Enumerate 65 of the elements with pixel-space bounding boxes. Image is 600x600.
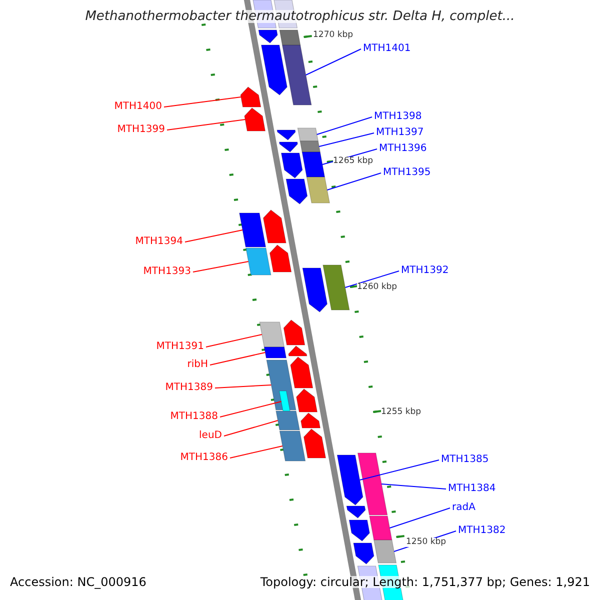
scale-label: 1270 kbp (313, 31, 354, 40)
gene-label: MTH1397 (376, 128, 424, 138)
leader-line (192, 261, 249, 272)
scale-label: 1255 kbp (381, 408, 422, 416)
gene-label: MTH1388 (170, 412, 218, 422)
gene-label: MTH1394 (135, 237, 183, 247)
leader-line (326, 172, 382, 190)
leader-line (318, 132, 374, 147)
gene-label: MTH1386 (180, 453, 228, 463)
scale-label: 1250 kbp (406, 538, 446, 546)
gene-block (374, 540, 397, 564)
gene-block (279, 430, 306, 462)
leader-line (210, 352, 266, 366)
leader-line (316, 116, 372, 135)
gene-block (246, 248, 272, 276)
gene-label: MTH1382 (458, 526, 506, 536)
gene-label: MTH1399 (117, 125, 165, 135)
gene-label: MTH1391 (156, 342, 204, 352)
gene-label: ribH (187, 360, 208, 370)
gene-label: MTH1392 (401, 266, 449, 276)
gene-block (302, 268, 328, 312)
gene-block (239, 212, 266, 248)
gene-block (322, 264, 350, 310)
leader-line (164, 96, 242, 108)
gene-label: MTH1393 (143, 267, 191, 277)
gene-label: MTH1395 (383, 168, 431, 178)
gene-label: MTH1401 (363, 44, 411, 54)
leader-line (166, 119, 246, 130)
topology-text: Topology: circular; Length: 1,751,377 bp; Genes: 1,921 (260, 576, 590, 588)
gene-block (276, 130, 296, 140)
gene-block (262, 210, 286, 244)
leader-line (344, 270, 400, 288)
gene-block (369, 516, 392, 540)
gene-block (259, 322, 285, 348)
leader-line (224, 420, 278, 436)
gene-label: leuD (199, 431, 222, 441)
leader-line (184, 230, 244, 242)
scale-label: 1265 kbp (333, 157, 374, 166)
leader-line (359, 460, 440, 480)
gene-label: MTH1389 (165, 383, 213, 393)
leader-line (214, 384, 272, 388)
gene-block (297, 128, 318, 142)
scale-label: 1260 kbp (357, 283, 398, 292)
leader-line (206, 334, 262, 348)
gene-block (353, 542, 374, 564)
leader-line (381, 484, 446, 490)
leader-line (305, 48, 362, 76)
gene-block (269, 244, 292, 272)
accession-text: Accession: NC_000916 (10, 576, 146, 588)
gene-label: radA (452, 503, 476, 513)
gene-block (348, 520, 370, 542)
leader-line (389, 508, 450, 528)
gene-label: MTH1400 (114, 102, 162, 112)
gene-block (282, 44, 312, 106)
gene-block (244, 108, 266, 132)
gene-label: MTH1396 (379, 144, 427, 154)
leader-line (220, 401, 282, 418)
gene-block (302, 152, 326, 178)
gene-label: MTH1384 (448, 484, 496, 494)
gene-block (240, 86, 262, 108)
gene-block (306, 176, 330, 204)
gene-label: MTH1398 (374, 112, 422, 122)
leader-line (230, 446, 283, 458)
gene-label: MTH1385 (441, 455, 489, 465)
gene-block (286, 178, 308, 204)
